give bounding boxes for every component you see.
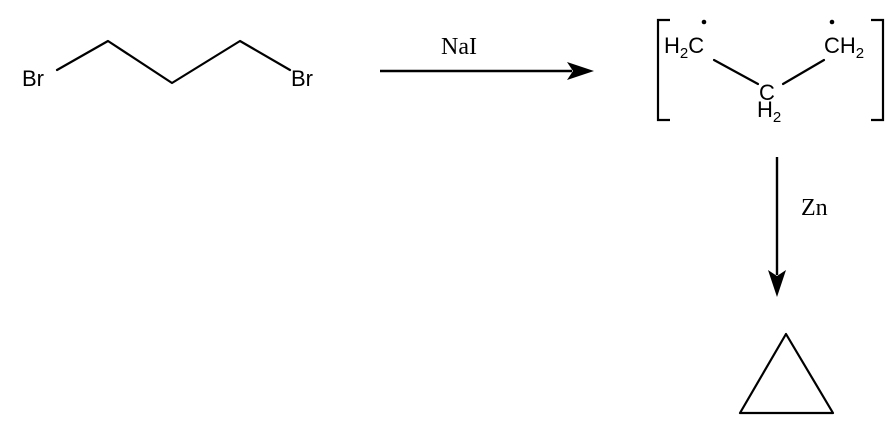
center-h-label: H: [757, 97, 773, 122]
left-ch2-group: H2C: [664, 33, 704, 62]
center-h2-group: H2: [757, 97, 781, 126]
left-bracket: [656, 18, 670, 122]
reactant-dibromopropane: Br Br: [22, 39, 313, 91]
reactant-right-bromine: Br: [291, 66, 313, 91]
bond-left-to-center: [712, 58, 760, 86]
arrow-1-head: [567, 62, 594, 80]
left-carbon-label: C: [688, 33, 704, 58]
left-h-subscript: 2: [680, 45, 688, 62]
right-ch2-group: CH2: [824, 33, 864, 62]
right-bracket: [871, 18, 885, 122]
left-h-label: H: [664, 33, 680, 58]
reactant-carbon-chain: [55, 39, 292, 85]
bond-center-to-right: [781, 58, 826, 86]
reagent-zn: Zn: [801, 195, 828, 221]
center-carbon-label: C: [759, 80, 775, 105]
reaction-arrow-1: NaI: [380, 34, 594, 80]
reagent-nai: NaI: [441, 34, 477, 60]
center-h-subscript: 2: [773, 109, 781, 126]
reactant-left-bromine: Br: [22, 66, 44, 91]
arrow-2-head: [768, 270, 786, 297]
left-radical-dot: [701, 19, 707, 25]
right-h-subscript: 2: [856, 45, 864, 62]
intermediate-diradical: H2C C H2 CH2: [656, 18, 885, 126]
product-cyclopropane: [738, 332, 835, 415]
right-h-label: H: [840, 33, 856, 58]
cyclopropane-ring: [738, 332, 835, 415]
right-radical-dot: [829, 19, 835, 25]
reaction-arrow-2: Zn: [768, 157, 828, 297]
right-carbon-label: C: [824, 33, 840, 58]
